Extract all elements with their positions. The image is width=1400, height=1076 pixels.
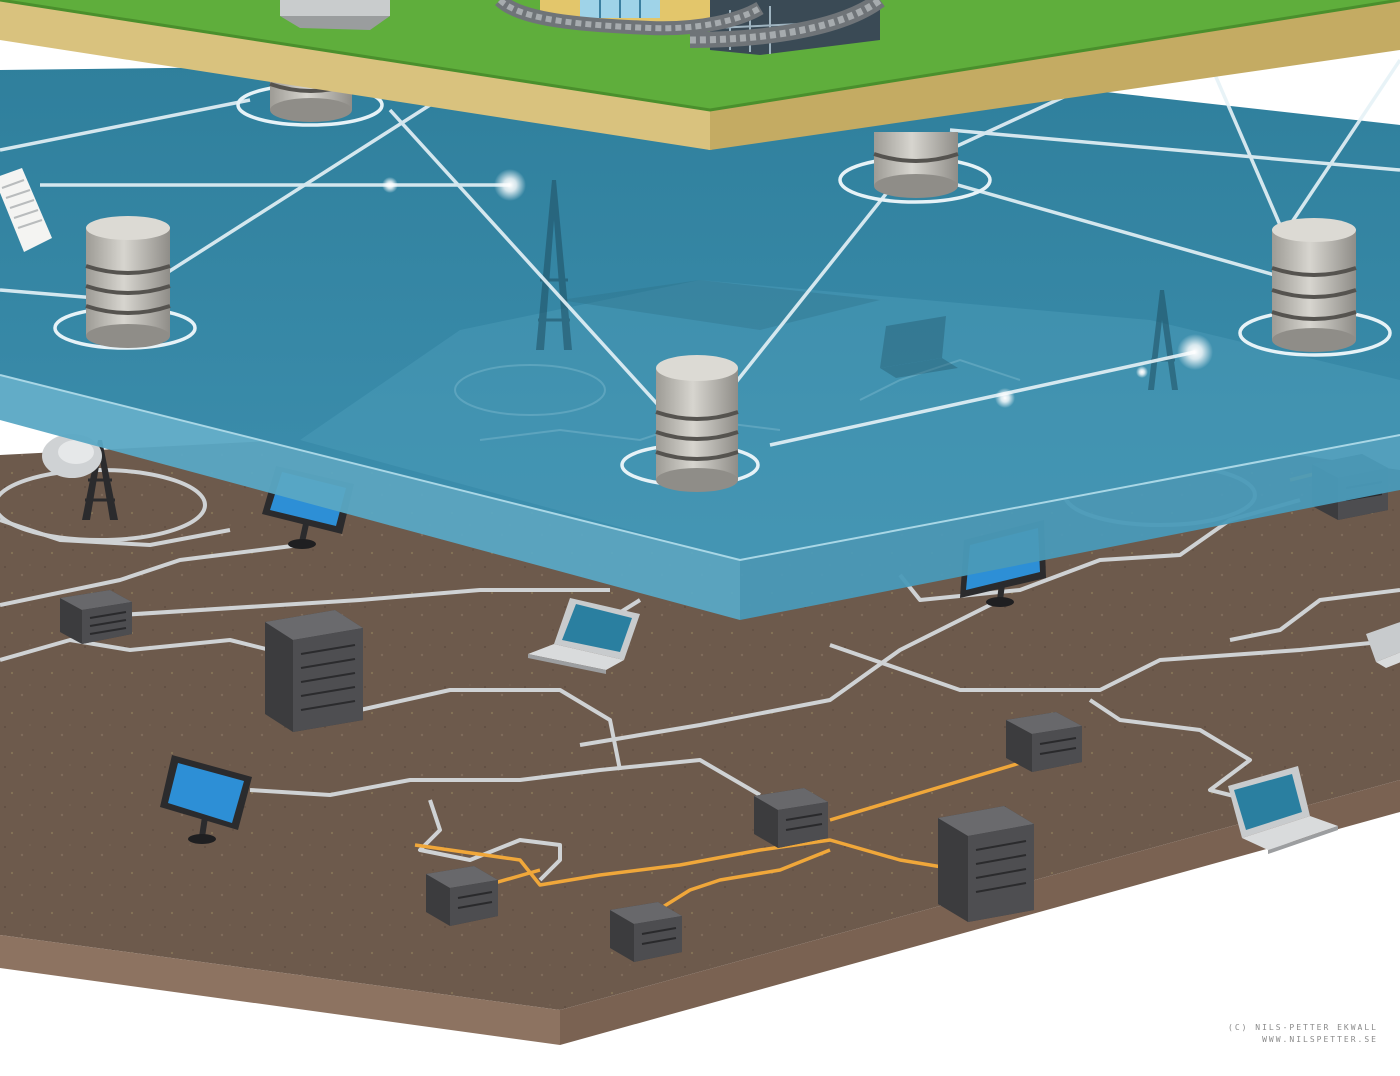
laptop-icon [528, 598, 640, 674]
highlight-cable [414, 838, 961, 887]
server-tower-icon [426, 866, 498, 926]
server-tower-icon [1006, 712, 1082, 772]
glass-front-side [0, 375, 740, 620]
cable-path [579, 598, 1001, 747]
cable-path [249, 758, 762, 797]
laptop-icon [1366, 622, 1400, 668]
glass-layer [0, 23, 1400, 620]
glass-right-side [740, 435, 1400, 620]
grass-layer [0, 0, 1400, 150]
pipe-icon [497, 0, 762, 32]
satellite-dish-icon [42, 434, 102, 478]
cable-path [418, 799, 562, 882]
cable-path [0, 543, 301, 607]
network-cables [0, 463, 1400, 882]
glow-node [382, 177, 398, 193]
copyright-line: (C) NILS-PETTER EKWALL [1228, 1023, 1378, 1032]
glow-node [494, 169, 526, 201]
server-tower-icon [265, 610, 363, 732]
database-cylinder-icon [85, 216, 171, 348]
laptop-icon [1228, 766, 1338, 854]
tower-ring [0, 468, 207, 542]
sand-front-side-left [0, 0, 710, 150]
highlight-cable [829, 758, 1031, 822]
glass-edge-highlight [0, 374, 1400, 562]
cable-path [829, 638, 1400, 692]
server-tower-icon [60, 590, 132, 644]
glow-node [995, 388, 1015, 408]
server-tower-icon [938, 806, 1034, 922]
database-cylinder-icon [873, 132, 959, 198]
server-tower-icon [610, 902, 682, 962]
glow-node [1136, 366, 1148, 378]
laptop-icon [880, 316, 958, 378]
soil-devices [42, 434, 1400, 962]
monitor-icon [160, 755, 252, 844]
sand-right-side [710, 0, 1400, 150]
highlight-cable [649, 848, 831, 917]
database-cylinder-icon [1271, 218, 1357, 352]
pipe-icon [689, 0, 885, 48]
document-icon [0, 168, 52, 252]
website-line: WWW.NILSPETTER.SE [1262, 1035, 1378, 1044]
grass-edge [0, 0, 1400, 112]
cable-path [0, 518, 231, 547]
database-cylinders [85, 60, 1357, 492]
cable-path [119, 588, 610, 617]
cable-path [359, 688, 622, 771]
copyright-credit: (C) NILS-PETTER EKWALL WWW.NILSPETTER.SE [1228, 1022, 1378, 1046]
antenna-tower-icon [82, 440, 118, 520]
cable-path [1229, 588, 1400, 642]
database-cylinder-icon [655, 355, 739, 492]
cable-path [0, 638, 311, 662]
glass-inner-shade [300, 280, 1400, 560]
glow-node [1177, 334, 1213, 370]
cable-path [1088, 698, 1252, 802]
soil-front-side [0, 935, 560, 1045]
glass-inner-shade-2 [560, 280, 880, 330]
server-tower-icon [754, 788, 828, 848]
